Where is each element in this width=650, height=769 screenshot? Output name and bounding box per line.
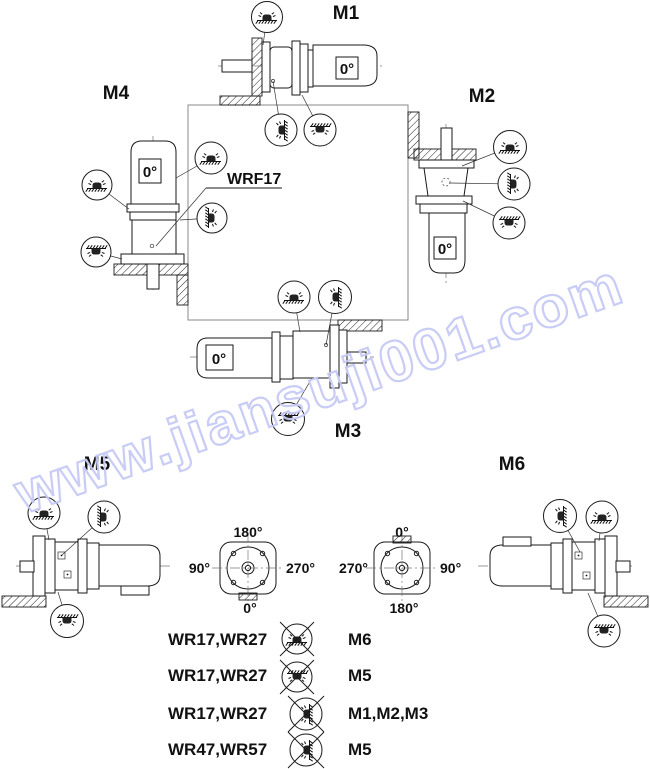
floor-mount-icon — [493, 130, 527, 164]
no-floor-mount-icon — [279, 621, 315, 657]
ceiling-mount-icon — [587, 614, 621, 648]
m3-terminal-badge: 0° — [212, 351, 226, 368]
ceiling-mount-icon — [271, 402, 305, 436]
no-ceiling-mount-icon — [279, 659, 315, 695]
floor-mount-icon — [81, 169, 113, 201]
terminal-dial-left: 180° 90° 270° 0° — [189, 524, 315, 616]
m2-label: M2 — [469, 86, 495, 107]
m1-terminal-badge: 0° — [340, 61, 354, 78]
m2-terminal-badge: 0° — [438, 241, 452, 258]
dial-left-right-label: 270° — [286, 560, 315, 576]
terminal-dial-right: 0° 270° 90° 180° — [339, 524, 461, 616]
ceiling-mount-icon — [80, 236, 112, 268]
ceiling-mount-icon — [50, 604, 84, 638]
floor-mount-icon — [585, 500, 619, 534]
dial-right-left-label: 270° — [339, 560, 368, 576]
m5-mount-icons — [27, 496, 121, 638]
terminal-tab — [238, 592, 258, 601]
row-models: WR17,WR27 — [168, 666, 267, 685]
row-models: WR17,WR27 — [168, 704, 267, 723]
row-positions: M5 — [348, 666, 372, 685]
wall-mount-icon — [87, 500, 121, 534]
floor-mount-icon — [27, 496, 61, 530]
dial-right-bottom-label: 180° — [390, 600, 419, 616]
floor-mount-icon — [194, 141, 228, 175]
m3-mount-icons — [271, 280, 352, 436]
m6-label: M6 — [499, 454, 525, 475]
m6-assembly — [478, 535, 649, 608]
ceiling-mount-icon — [492, 206, 526, 240]
row-positions: M6 — [348, 630, 372, 649]
m1-label: M1 — [333, 3, 360, 24]
dial-left-left-label: 90° — [189, 560, 210, 576]
m5-assembly — [1, 535, 172, 608]
table-row: WR17,WR27 M1,M2,M3 — [168, 695, 428, 733]
m2-assembly: 0° — [407, 111, 477, 283]
wall-mount-icon — [497, 167, 531, 201]
row-models: WR17,WR27 — [168, 630, 267, 649]
m4-assembly: 0° — [113, 136, 189, 306]
table-row: WR17,WR27 M6 — [168, 621, 372, 657]
dial-right-right-label: 90° — [440, 560, 461, 576]
m2-mount-icons — [492, 130, 531, 240]
dial-left-top-label: 180° — [234, 524, 263, 540]
dial-right-top-label: 0° — [395, 524, 408, 540]
m4-label: M4 — [103, 83, 130, 104]
m4-mount-icons — [80, 141, 228, 268]
dial-left-bottom-label: 0° — [243, 600, 256, 616]
m4-terminal-badge: 0° — [143, 164, 157, 181]
wall-mount-icon — [264, 113, 298, 147]
m5-label: M5 — [84, 454, 111, 475]
restriction-table: WR17,WR27 M6 WR17,WR27 M5 WR17,WR27 M1,M… — [168, 621, 428, 769]
table-row: WR17,WR27 M5 — [168, 659, 372, 695]
row-positions: M1,M2,M3 — [348, 704, 428, 723]
wall-mount-icon — [318, 280, 352, 314]
no-wall-mount-icon — [287, 731, 325, 769]
m6-mount-icons — [543, 499, 621, 648]
no-wall-mount-icon — [287, 695, 325, 733]
m3-label: M3 — [335, 421, 361, 442]
terminal-tab — [392, 535, 412, 544]
m1-mount-icons — [251, 1, 337, 147]
wrf17-callout: WRF17 — [206, 171, 282, 189]
wall-mount-icon — [543, 499, 577, 533]
ceiling-mount-icon — [303, 113, 337, 147]
m1-assembly: 0° — [218, 37, 382, 106]
m3-assembly: 0° — [190, 319, 383, 389]
floor-mount-icon — [251, 1, 283, 33]
wall-mount-icon — [196, 202, 228, 234]
floor-mount-icon — [277, 280, 311, 314]
row-models: WR47,WR57 — [168, 740, 267, 759]
wrf17-callout-label: WRF17 — [227, 171, 281, 188]
row-positions: M5 — [348, 740, 372, 759]
table-row: WR47,WR57 M5 — [168, 731, 372, 769]
